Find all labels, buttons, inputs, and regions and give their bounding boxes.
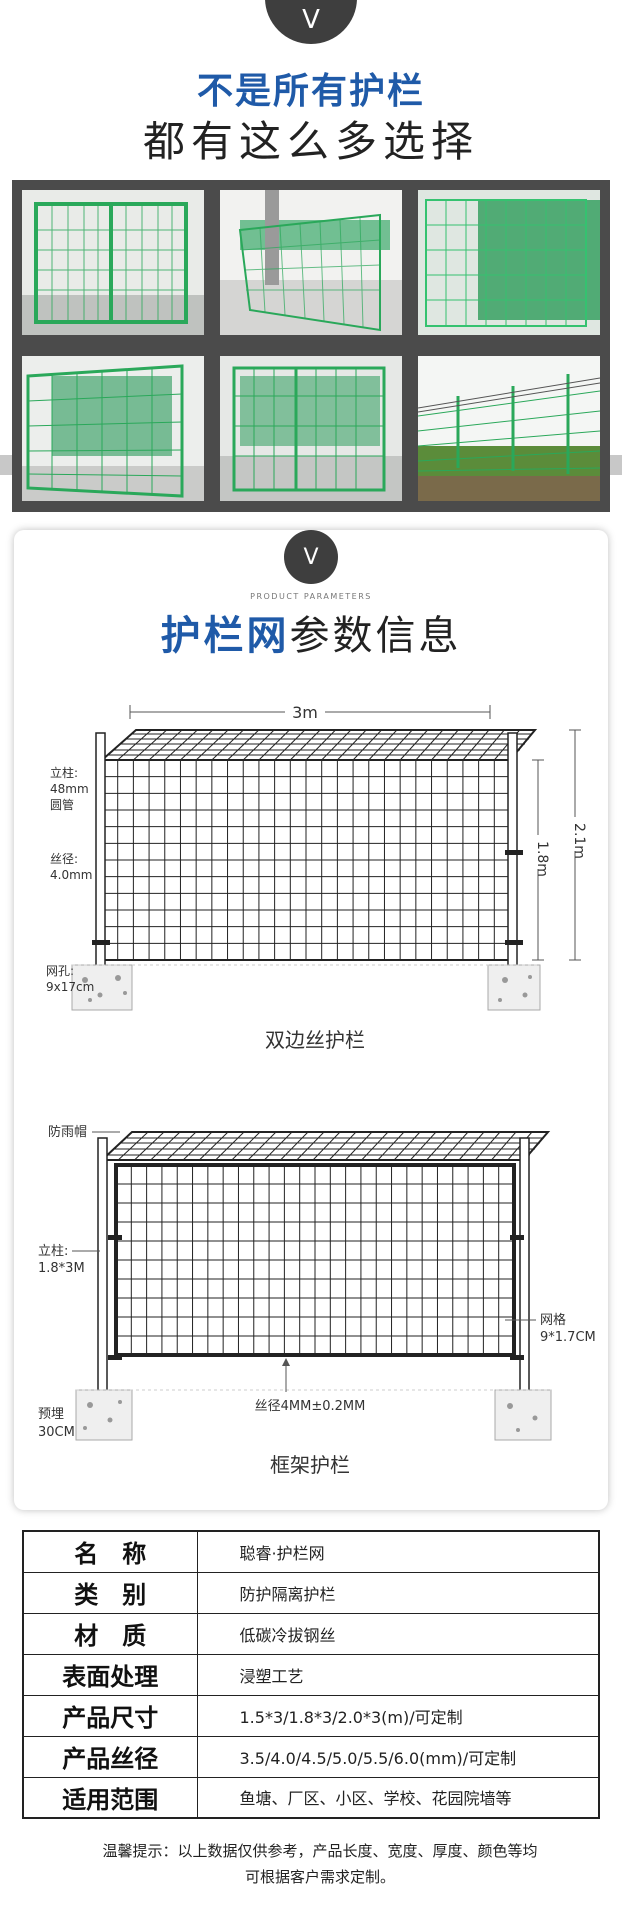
hero-title-line2: 都有这么多选择 xyxy=(142,117,479,166)
footnote: 温馨提示：以上数据仅供参考，产品长度、宽度、厚度、颜色等均 可根据客户需求定制。 xyxy=(40,1838,600,1890)
product-photo-1 xyxy=(22,190,204,335)
spec-value: 低碳冷拔钢丝 xyxy=(196,1612,600,1655)
footnote-line1: 温馨提示：以上数据仅供参考，产品长度、宽度、厚度、颜色等均 xyxy=(102,1842,538,1860)
decor-stripe-right xyxy=(610,455,622,475)
product-photo-grid xyxy=(12,180,610,512)
spec-value: 聪睿·护栏网 xyxy=(196,1530,600,1573)
dim-height-inner: 1.8m xyxy=(534,841,550,877)
dim-width-label: 3m xyxy=(292,703,318,722)
spec-value: 防护隔离护栏 xyxy=(196,1571,600,1614)
badge-letter: V xyxy=(302,5,320,35)
badge-letter: V xyxy=(303,544,319,570)
spec-row: 类 别防护隔离护栏 xyxy=(22,1571,600,1614)
section-subtitle: PRODUCT PARAMETERS xyxy=(250,592,372,601)
product-photo-4 xyxy=(22,356,204,501)
section-badge-mid: V xyxy=(284,530,338,584)
diagram-caption: 双边丝护栏 xyxy=(265,1028,365,1052)
diagram-double-wire-fence: 3m 1.8m xyxy=(30,695,590,1065)
post-label-line2: 1.8*3M xyxy=(38,1261,85,1276)
decor-stripe-left xyxy=(0,455,12,475)
hero-title-line1: 不是所有护栏 xyxy=(196,71,425,112)
spec-key: 适用范围 xyxy=(22,1776,198,1819)
fence-photo-image xyxy=(22,356,204,501)
spec-key: 材 质 xyxy=(22,1612,198,1655)
spec-key: 产品尺寸 xyxy=(22,1694,198,1737)
section-title: 护栏网参数信息 xyxy=(0,603,622,661)
fence-photo-image xyxy=(22,190,204,335)
wire-label: 丝径4MM±0.2MM xyxy=(255,1399,366,1414)
post-label-line2: 48mm xyxy=(50,782,89,796)
spec-value: 鱼塘、厂区、小区、学校、花园院墙等 xyxy=(196,1776,600,1819)
spec-value: 浸塑工艺 xyxy=(196,1653,600,1696)
fence-photo-image xyxy=(418,190,600,335)
product-photo-3 xyxy=(418,190,600,335)
mesh-label-line2: 9x17cm xyxy=(46,980,94,994)
spec-value: 1.5*3/1.8*3/2.0*3(m)/可定制 xyxy=(196,1694,600,1737)
post-label-line1: 立柱: xyxy=(50,765,78,780)
section-title-highlight: 护栏网 xyxy=(160,613,290,659)
diagram-caption: 框架护栏 xyxy=(270,1453,350,1477)
dim-height-outer: 2.1m xyxy=(571,823,587,859)
parameters-card xyxy=(14,530,608,1510)
grid-label-line2: 9*1.7CM xyxy=(540,1330,596,1345)
fence-photo-image xyxy=(220,356,402,501)
bury-label-line2: 30CM xyxy=(38,1425,75,1440)
wire-label-line1: 丝径: xyxy=(50,852,78,866)
product-photo-5 xyxy=(220,356,402,501)
grid-label-line1: 网格 xyxy=(540,1312,566,1328)
spec-row: 材 质低碳冷拔钢丝 xyxy=(22,1612,600,1655)
footnote-line2: 可根据客户需求定制。 xyxy=(244,1868,395,1886)
post-label-line1: 立柱: xyxy=(38,1244,68,1259)
section-title-rest: 参数信息 xyxy=(289,613,462,659)
fence-photo-image xyxy=(220,190,402,335)
post-label-line3: 圆管 xyxy=(50,797,74,812)
diagram-frame-fence: 防雨帽 立柱: 1.8*3M 网格 9*1.7CM 预埋 30CM 丝径4MM±… xyxy=(20,1110,600,1490)
spec-value: 3.5/4.0/4.5/5.0/5.5/6.0(mm)/可定制 xyxy=(196,1735,600,1778)
section-badge-top: V xyxy=(265,0,357,44)
spec-row: 表面处理浸塑工艺 xyxy=(22,1653,600,1696)
product-photo-2 xyxy=(220,190,402,335)
spec-row: 名 称聪睿·护栏网 xyxy=(22,1530,600,1573)
mesh-label-line1: 网孔: xyxy=(46,964,74,978)
cap-label: 防雨帽 xyxy=(48,1124,87,1140)
wire-label-line2: 4.0mm xyxy=(50,868,92,882)
spec-key: 产品丝径 xyxy=(22,1735,198,1778)
spec-key: 名 称 xyxy=(22,1530,198,1573)
bury-label-line1: 预埋 xyxy=(38,1407,64,1422)
spec-key: 表面处理 xyxy=(22,1653,198,1696)
fence-photo-image xyxy=(418,356,600,501)
spec-key: 类 别 xyxy=(22,1571,198,1614)
product-photo-6 xyxy=(418,356,600,501)
spec-row: 适用范围鱼塘、厂区、小区、学校、花园院墙等 xyxy=(22,1776,600,1819)
